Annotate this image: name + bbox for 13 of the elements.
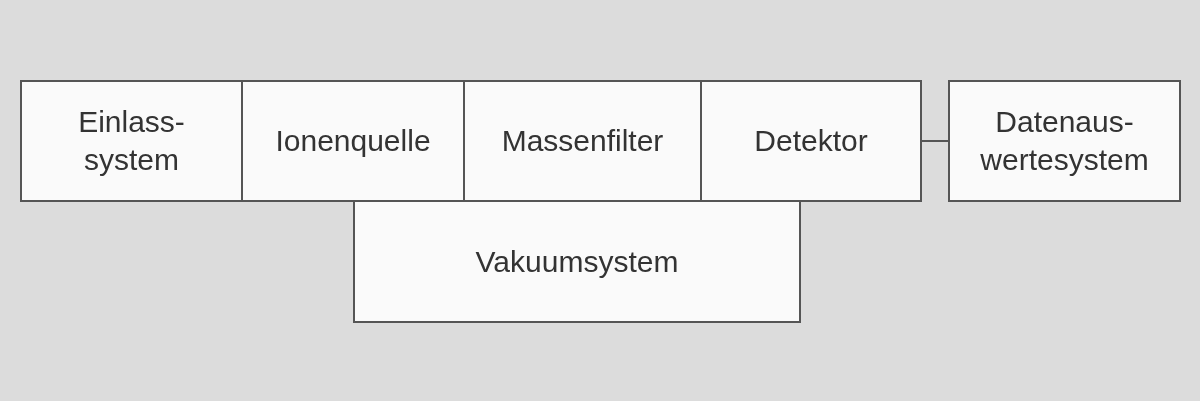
- box-label: Einlass- system: [77, 104, 186, 178]
- box-label: Massenfilter: [501, 123, 664, 159]
- box-label: Vakuumsystem: [475, 243, 679, 280]
- box-label: Datenaus- wertesystem: [979, 104, 1150, 178]
- component-box: [353, 200, 801, 323]
- component-box: [948, 80, 1181, 202]
- component-box: [20, 80, 243, 202]
- box-label: Detektor: [754, 123, 868, 159]
- connector-line: [921, 140, 949, 142]
- component-box: [463, 80, 702, 202]
- component-box: [700, 80, 922, 202]
- box-label: Ionenquelle: [275, 123, 431, 159]
- component-box: [241, 80, 465, 202]
